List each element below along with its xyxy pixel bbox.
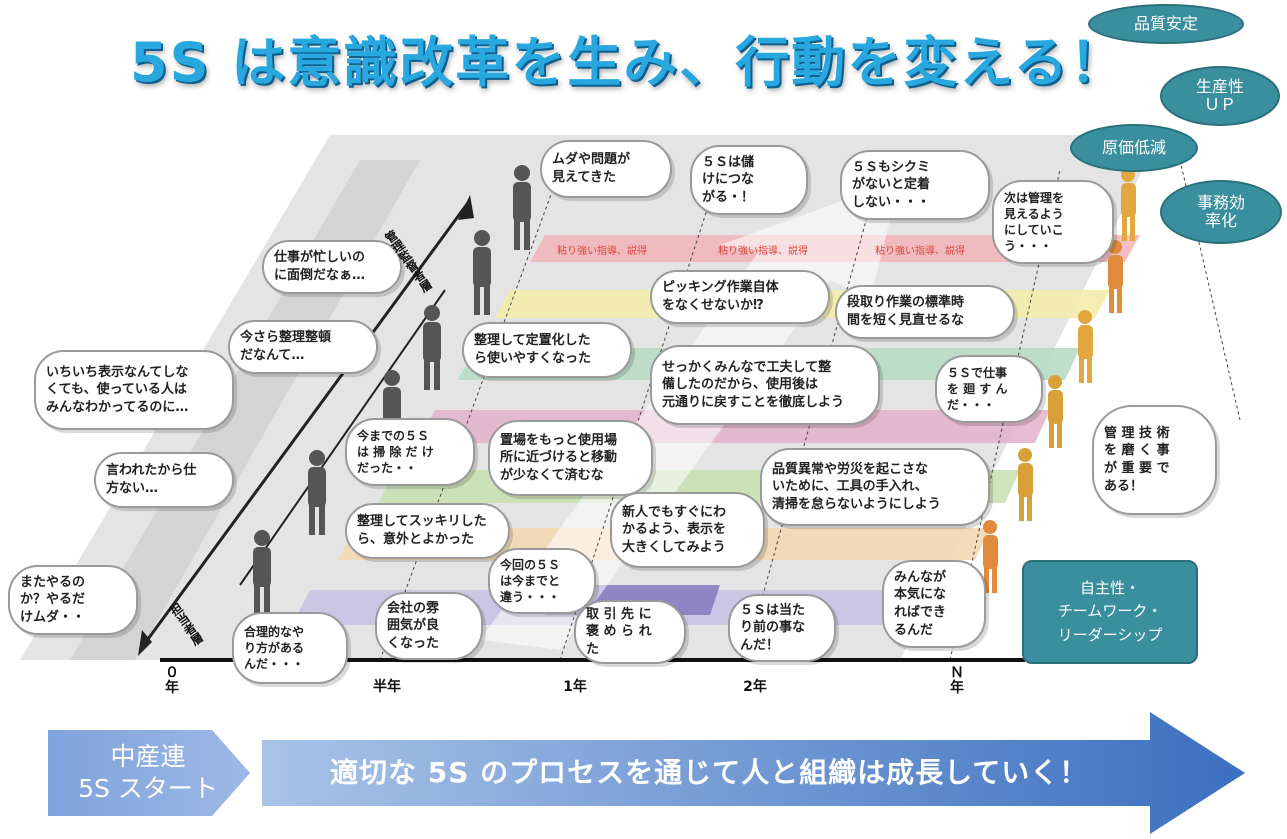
traits-box: 自主性・ チームワーク・ リーダーシップ <box>1022 560 1198 664</box>
start-label: 中産連 5S スタート <box>48 730 248 816</box>
bubble-too-late: 今さら整理整頓 だなんて… <box>228 320 378 374</box>
role-axis-2 <box>239 289 446 586</box>
bubble-no-labels-needed: いちいち表示なんてしな くても、使っている人は みんなわかってるのに… <box>34 350 234 430</box>
tick-n-year: Ｎ 年 <box>950 665 964 697</box>
growth-arrow <box>262 712 1245 834</box>
tick-1-year: 1年 <box>563 679 587 695</box>
tick-0-year: ０ 年 <box>165 665 179 697</box>
result-cost-reduction: 原価低減 <box>1070 124 1198 172</box>
stripe-label-2: 粘り強い指導、説得 <box>718 246 808 257</box>
bubble-5s-profitable: ５Ｓは儲 けにつな がる・！ <box>690 145 808 215</box>
bubble-setup-time: 段取り作業の標準時 間を短く見直せるな <box>835 285 1015 339</box>
bubble-management-skills: 管 理 技 術 を 磨 く 事 が 重 要 で ある！ <box>1092 405 1217 515</box>
bubble-no-choice: 言われたから仕 方ない… <box>94 452 234 508</box>
tick-half-year: 半年 <box>373 679 401 695</box>
tick-2-year: 2年 <box>743 679 767 695</box>
orange-figures <box>983 168 1136 593</box>
role-axis-head-up <box>458 195 474 220</box>
bubble-muda-visible: ムダや問題が 見えてきた <box>540 140 672 198</box>
bubble-move-storage: 置場をもっと使用場 所に近づけると移動 が少なくて済むな <box>488 420 653 496</box>
bubble-rational-way: 合理的なや り方がある んだ・・・ <box>232 612 348 684</box>
result-productivity-up: 生産性 ＵＰ <box>1160 66 1280 126</box>
bubble-atmosphere-better: 会社の雰 囲気が良 くなった <box>375 592 483 660</box>
bubble-bigger-labels: 新人でもすぐにわ かるよう、表示を 大きくしてみよう <box>610 492 765 568</box>
people-silhouettes <box>253 165 531 615</box>
start-shape <box>48 730 250 816</box>
bubble-too-busy: 仕事が忙しいの に面倒だなぁ… <box>262 240 402 294</box>
stripe-label-3: 粘り強い指導、説得 <box>875 246 965 257</box>
bubble-needs-system: ５Ｓもシクミ がないと定着 しない・・・ <box>840 150 990 220</box>
bubble-fixed-position: 整理して定置化した ら使いやすくなった <box>462 322 632 378</box>
result-office-efficiency: 事務効 率化 <box>1160 180 1282 244</box>
role-axis-head-down <box>138 630 152 656</box>
bubble-picking-work: ピッキング作業自体 をなくせないか⁉ <box>650 270 830 324</box>
start-text: 5S スタート <box>78 774 218 803</box>
bubble-tidy-good: 整理してスッキリした ら、意外とよかった <box>345 503 510 559</box>
bubble-can-do-together: みんなが 本気にな ればでき るんだ <box>882 560 986 648</box>
bubble-5s-natural: ５Ｓは当た り前の事な んだ！ <box>728 594 836 662</box>
result-quality-stability: 品質安定 <box>1088 4 1244 44</box>
bubble-tool-care: 品質異常や労災を起こさな いために、工具の手入れ、 清掃を怠らないようにしよう <box>760 448 990 526</box>
bubble-customer-praise: 取 引 先 に 褒 め ら れ た <box>574 600 686 664</box>
bubble-this-time-different: 今回の５Ｓ は今までと 違う・・・ <box>488 548 596 614</box>
bubble-restore-after-use: せっかくみんなで工夫して整 備したのだから、使用後は 元通りに戻すことを徹底しよ… <box>650 345 880 425</box>
bubble-5s-drives-work: ５Ｓで仕事 を 廻 す ん だ・・・ <box>935 355 1043 423</box>
bubble-visual-management: 次は管理を 見えるよう にしていこ う・・・ <box>992 180 1114 264</box>
growth-banner: 適切な 5S のプロセスを通じて人と組織は成長していく！ <box>330 756 1089 789</box>
page-title: 5S は意識改革を生み、行動を変える！ <box>130 31 1126 94</box>
bubble-again-pointless: またやるの か？やるだ けムダ・・ <box>8 565 138 635</box>
stripe-label-1: 粘り強い指導、説得 <box>557 246 647 257</box>
bubble-only-cleaning: 今までの５Ｓ は 掃 除 だ け だった・・ <box>345 418 475 486</box>
start-org: 中産連 <box>110 741 186 771</box>
role-axis <box>138 199 472 651</box>
